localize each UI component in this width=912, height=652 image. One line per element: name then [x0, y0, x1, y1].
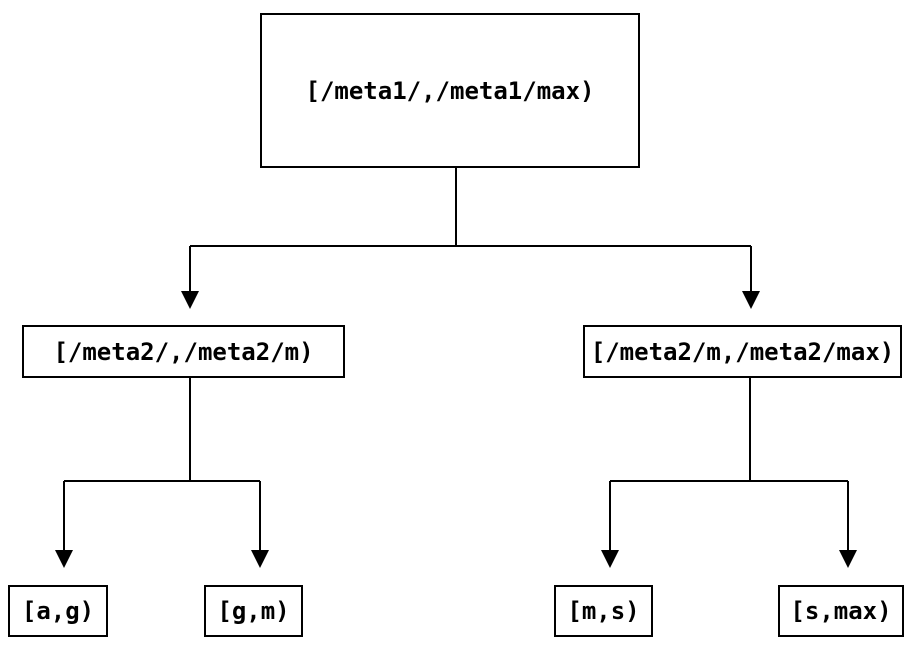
node-label: [a,g) [21, 597, 95, 625]
node-label: [/meta2/m,/meta2/max) [590, 337, 895, 366]
arrowhead-leaf-a-g-icon [55, 550, 73, 568]
node-leaf-g-m: [g,m) [204, 585, 303, 637]
arrowhead-leaf-s-max-icon [839, 550, 857, 568]
node-label: [s,max) [790, 597, 892, 625]
arrowhead-leaf-g-m-icon [251, 550, 269, 568]
node-leaf-s-max: [s,max) [778, 585, 904, 637]
arrowhead-meta2-high-icon [742, 291, 760, 309]
node-root-meta1-range: [/meta1/,/meta1/max) [260, 13, 640, 168]
node-label: [g,m) [217, 597, 290, 625]
node-meta2-low-range: [/meta2/,/meta2/m) [22, 325, 345, 378]
node-label: [/meta1/,/meta1/max) [305, 76, 595, 105]
node-label: [/meta2/,/meta2/m) [53, 337, 314, 366]
node-leaf-a-g: [a,g) [8, 585, 108, 637]
node-leaf-m-s: [m,s) [554, 585, 653, 637]
arrowhead-leaf-m-s-icon [601, 550, 619, 568]
node-label: [m,s) [567, 597, 640, 625]
node-meta2-high-range: [/meta2/m,/meta2/max) [583, 325, 902, 378]
arrowhead-meta2-low-icon [181, 291, 199, 309]
